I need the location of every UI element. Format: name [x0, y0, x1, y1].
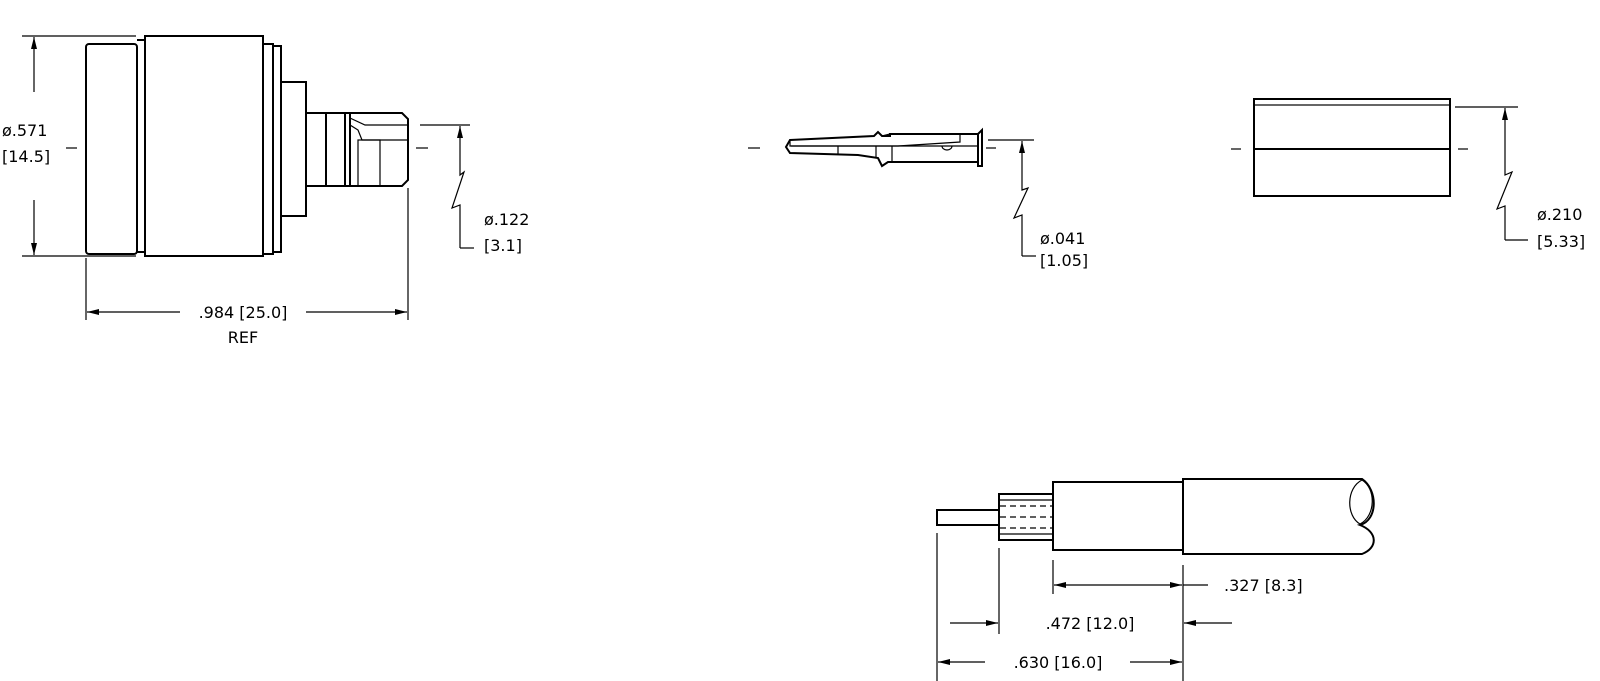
pin-diameter-mm: [1.05]: [1040, 251, 1088, 270]
stripped-cable: [936, 478, 1375, 555]
braid-length: .327 [8.3]: [1224, 576, 1303, 595]
pin-diameter-in: ø.041: [1040, 229, 1085, 248]
ferrule-diameter-mm: [5.33]: [1537, 232, 1585, 251]
conductor-length: .630 [16.0]: [1014, 653, 1103, 672]
cable-dimensions: [936, 533, 1232, 681]
tip-diameter-in: ø.122: [484, 210, 529, 229]
dielectric-length: .472 [12.0]: [1046, 614, 1135, 633]
contact-pin: [784, 127, 983, 168]
cable-jacket: [1182, 478, 1375, 555]
connector-diameter-mm: [14.5]: [2, 147, 50, 166]
connector-dimensions: [22, 35, 474, 320]
connector-length: .984 [25.0]: [199, 303, 288, 322]
ferrule-dimensions: [1231, 106, 1528, 241]
pin-dimensions: [748, 139, 1036, 257]
connector-length-note: REF: [228, 328, 258, 347]
crimp-ferrule: [1253, 98, 1451, 197]
ferrule-diameter-in: ø.210: [1537, 205, 1582, 224]
connector-diameter-in: ø.571: [2, 121, 47, 140]
center-conductor: [936, 509, 1000, 526]
braid-shield: [1052, 481, 1184, 551]
tip-diameter-mm: [3.1]: [484, 236, 522, 255]
knurled-coupling-nut: [144, 35, 264, 257]
connector-body: [85, 35, 409, 257]
